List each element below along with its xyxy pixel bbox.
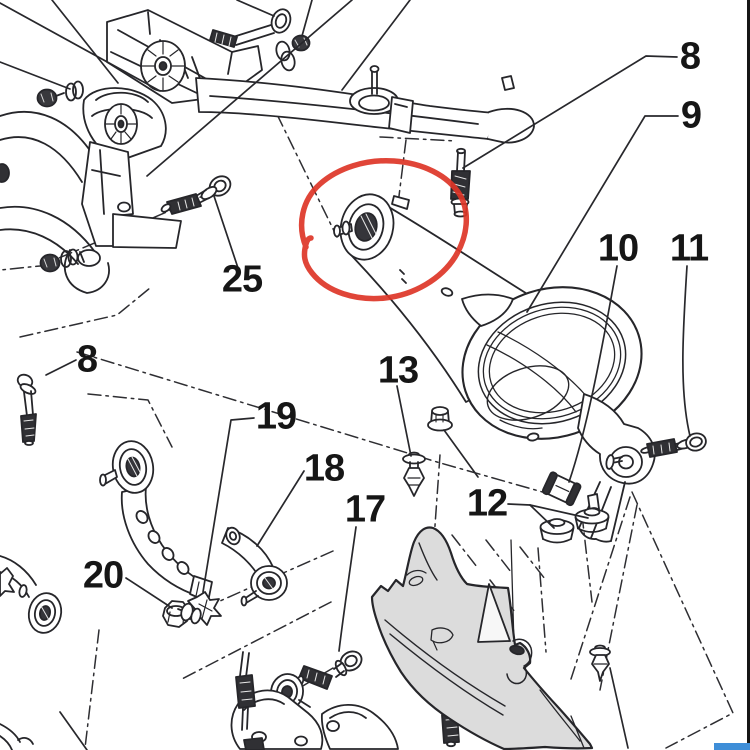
eccentric-discs [177,602,202,625]
bolt-11 [640,432,707,458]
callout-13: 13 [377,349,419,392]
bolt-17 [295,650,363,690]
callout-17: 17 [344,488,386,531]
leader-lines [0,0,691,750]
crossmember-beam [195,65,535,144]
callout-9: 9 [680,94,702,137]
cup-washer-12a [539,518,575,544]
callout-8-top: 8 [679,35,701,78]
bottom-bracket-cluster [230,673,399,750]
bolt-bottom-left [235,651,265,750]
barrel-bushing-10 [541,471,582,507]
push-rivet-bottom-right [589,644,611,682]
bolt-8-left [16,373,37,446]
cup-washer-12b [574,507,610,533]
cover-panel [370,526,594,750]
callout-25: 25 [221,258,263,301]
bolt-25 [160,175,232,215]
subframe-assembly [0,9,263,294]
callout-20: 20 [82,554,124,597]
connecting-link-18 [221,526,288,607]
flange-nut-12 [427,406,453,432]
lower-control-arm [333,193,656,543]
callout-12: 12 [466,482,508,525]
upper-control-arm [99,440,213,603]
knuckle-bracket [577,393,656,543]
window-border [747,0,750,744]
callout-8-left: 8 [76,338,98,381]
callout-18: 18 [303,447,345,490]
callout-10: 10 [597,227,639,270]
highlight-annotation-ellipse [298,157,470,302]
toe-link [0,555,63,634]
left-nut-washer-pairs [36,80,84,273]
callout-11: 11 [669,227,709,270]
corner-fragments [0,723,34,750]
push-pin-clip-13 [402,451,426,497]
corner-button-fragment[interactable] [714,743,750,750]
callout-19: 19 [255,395,297,438]
